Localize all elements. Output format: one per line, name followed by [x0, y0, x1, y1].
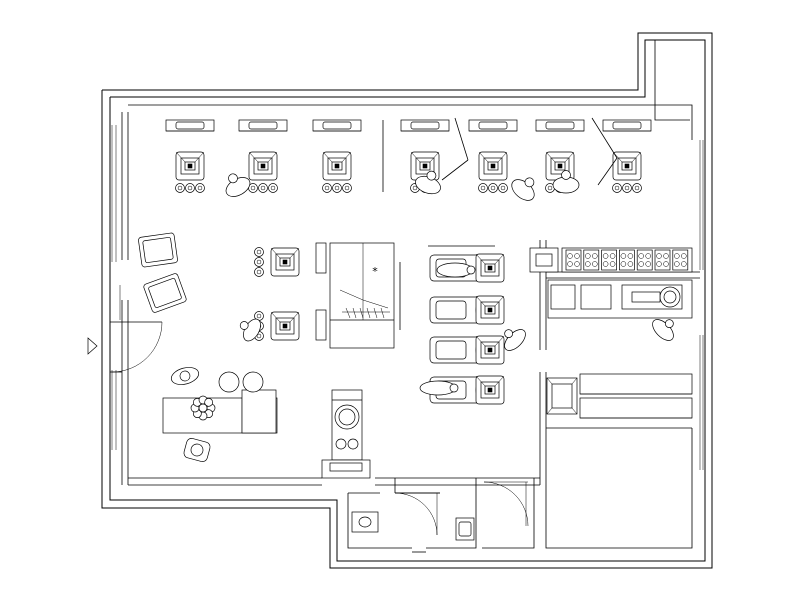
styling-station [165, 119, 215, 193]
shampoo-wash-units [419, 245, 505, 405]
styling-station [238, 119, 288, 193]
entrance-door [87, 285, 163, 373]
hanging-rack [342, 307, 390, 319]
hood-dryer [654, 249, 671, 271]
dryer-arms [441, 117, 618, 186]
seated-person [225, 173, 251, 197]
reception-person [170, 367, 200, 385]
exterior-walls [101, 32, 713, 569]
hood-dryer [636, 249, 653, 271]
reclining-person [419, 380, 459, 396]
sink [455, 517, 475, 541]
seated-person [511, 177, 535, 201]
wash-area-person [504, 329, 526, 351]
reclining-person [436, 262, 476, 278]
hood-dryer [619, 249, 635, 271]
plan-mark: * [372, 265, 378, 278]
hood-dryer [583, 249, 600, 271]
center-styling-stations [239, 247, 300, 342]
center-cabinet: * [315, 242, 395, 349]
wash-unit [429, 295, 505, 325]
center-station [254, 311, 300, 341]
center-station [254, 247, 300, 277]
hood-dryer [672, 249, 689, 271]
styling-stations [165, 119, 652, 201]
seated-person [552, 170, 580, 194]
hood-dryer [565, 249, 582, 271]
styling-station [468, 119, 518, 193]
reception-desk [162, 367, 278, 462]
hood-dryer [601, 249, 617, 271]
pedicure-station [321, 389, 371, 479]
storage-shelves [546, 373, 693, 419]
seated-person [239, 318, 261, 342]
reception-chair [183, 438, 211, 462]
styling-station [312, 119, 362, 193]
wash-unit [429, 335, 505, 365]
utility-room [529, 247, 693, 341]
hood-dryers [565, 249, 689, 271]
flower-arrangement [190, 395, 216, 421]
lounge-armchairs [138, 232, 187, 313]
seated-person [415, 170, 441, 195]
utility-person [652, 319, 674, 341]
toilet [351, 511, 379, 533]
bathroom-doors [394, 481, 529, 536]
styling-station [602, 119, 652, 193]
